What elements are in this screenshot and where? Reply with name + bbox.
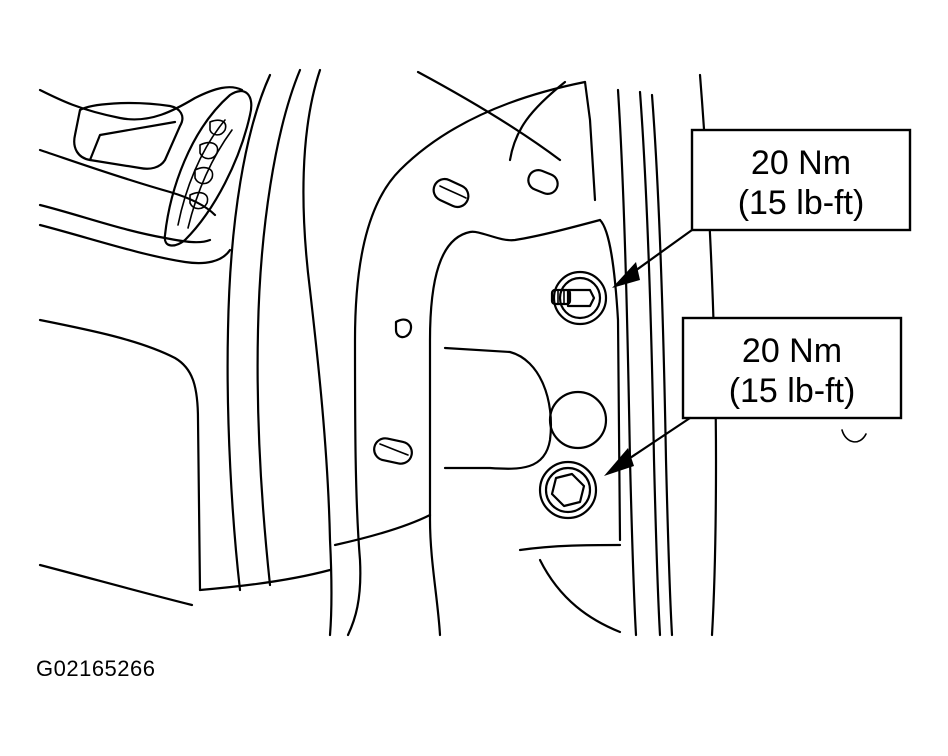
callout-lower-torque-lbft: (15 lb-ft) bbox=[729, 372, 856, 410]
callout-lower-box bbox=[681, 316, 903, 420]
pillar-trim bbox=[38, 68, 562, 637]
callout-upper: 20 Nm (15 lb-ft) bbox=[612, 128, 912, 288]
arrowhead-lower bbox=[604, 448, 634, 476]
arrowhead-upper bbox=[612, 262, 640, 288]
callout-upper-box bbox=[690, 128, 912, 232]
callout-lower: 20 Nm (15 lb-ft) bbox=[604, 316, 903, 476]
callout-upper-torque-nm: 20 Nm bbox=[751, 144, 851, 182]
lower-fastener bbox=[538, 460, 598, 520]
upper-fastener bbox=[550, 270, 608, 326]
bracket-panel bbox=[346, 80, 622, 637]
callout-upper-torque-lbft: (15 lb-ft) bbox=[738, 184, 865, 222]
leader-line-lower bbox=[622, 416, 692, 464]
door-frame bbox=[616, 73, 867, 637]
callout-lower-torque-nm: 20 Nm bbox=[742, 332, 842, 370]
figure-id: G02165266 bbox=[36, 656, 156, 681]
leader-line-upper bbox=[626, 228, 694, 278]
dashboard-vent bbox=[38, 86, 253, 265]
